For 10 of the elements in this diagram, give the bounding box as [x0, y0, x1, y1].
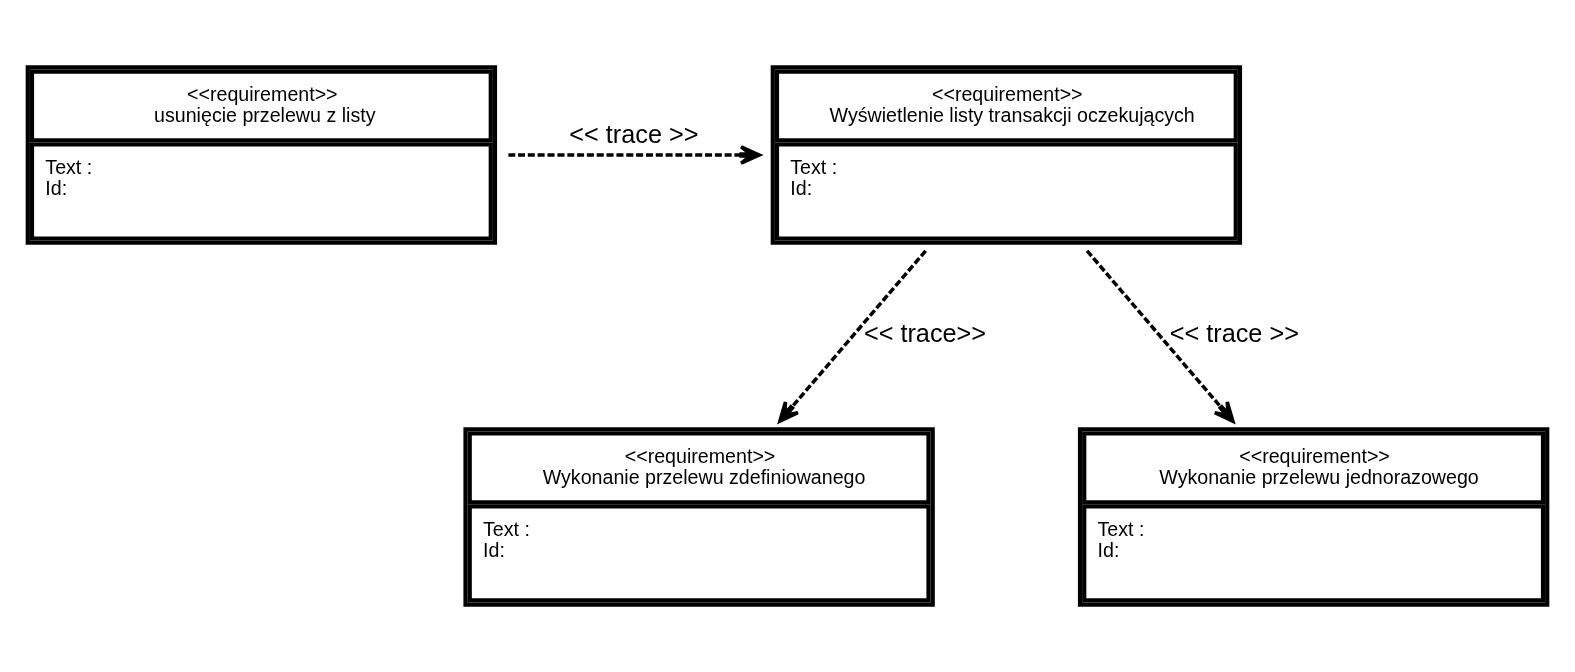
node-box: <<requirement>> Wykonanie przelewu zdefiniowanego Text : Id: — [463, 427, 935, 607]
edge-label: << trace >> — [569, 119, 699, 148]
arrow — [508, 145, 762, 165]
edge-label: << trace >> — [1169, 319, 1299, 348]
node-box: <<requirement>> Wyświetlenie listy transakcji oczekujących Text : Id: — [770, 65, 1243, 245]
node-box: <<requirement>> usunięcie przelewu z listy Text : Id: — [25, 65, 498, 245]
arrow — [1085, 249, 1235, 423]
edge-label: << trace>> — [863, 319, 987, 348]
arrow — [778, 249, 927, 423]
node-box: <<requirement>> Wykonanie przelewu jednorazowego Text : Id: — [1077, 427, 1550, 607]
